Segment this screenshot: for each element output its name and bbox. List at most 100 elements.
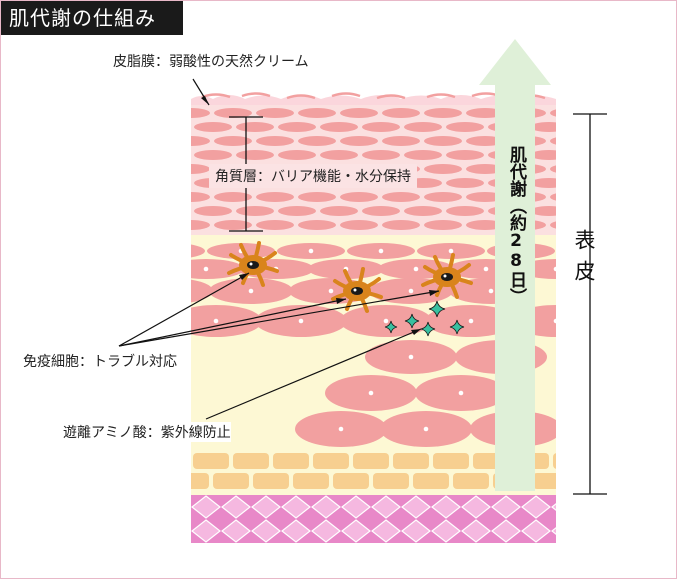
horny-cell (466, 220, 504, 230)
horny-cell (530, 122, 556, 132)
cell-nucleus (408, 354, 414, 360)
horny-cell (298, 220, 336, 230)
horny-cell (320, 206, 358, 216)
immune-cell-highlight (249, 262, 253, 266)
horny-cell (550, 109, 556, 117)
basal-cell (353, 453, 389, 469)
horny-cell (191, 108, 210, 118)
horny-cell (152, 150, 190, 160)
immune-cell (421, 253, 473, 299)
basal-cell (293, 473, 329, 489)
cell-nucleus (423, 426, 429, 432)
epidermis-label: 表皮 (572, 229, 596, 291)
horny-cell (550, 137, 556, 145)
horny-cell (446, 150, 484, 160)
horny-cell (550, 165, 556, 173)
horny-cell (152, 178, 190, 188)
amino-acid-sparkles (384, 300, 465, 337)
basal-cell (373, 473, 409, 489)
basal-cell (193, 453, 229, 469)
horny-cell (191, 136, 210, 146)
basal-cell (233, 453, 269, 469)
cell-nucleus (328, 288, 334, 294)
cell-nucleus (203, 266, 209, 272)
cell-nucleus (378, 248, 384, 254)
horny-layer-label: 角質層：バリア機能・水分保持 (209, 164, 417, 188)
cell-nucleus (338, 426, 344, 432)
turnover-arrow (479, 39, 551, 491)
cell-nucleus (468, 318, 474, 324)
amino-acid-label: 遊離アミノ酸：紫外線防止 (63, 422, 231, 442)
spinous-cell (191, 244, 205, 258)
cell-nucleus (553, 266, 556, 272)
horny-cell (214, 220, 252, 230)
epidermis-bracket (573, 113, 607, 495)
horny-cell (298, 108, 336, 118)
horny-cell (424, 192, 462, 202)
sebum-film-label: 皮脂膜：弱酸性の天然クリーム (113, 51, 309, 71)
horny-cell (256, 220, 294, 230)
horny-cell (424, 164, 462, 174)
cell-nucleus (248, 288, 254, 294)
horny-cell (446, 206, 484, 216)
basal-cell (313, 453, 349, 469)
horny-cell (256, 108, 294, 118)
horny-cell (278, 150, 316, 160)
cell-nucleus (458, 390, 464, 396)
cell-nucleus (408, 288, 414, 294)
horny-cell (152, 122, 190, 132)
horny-cell (236, 206, 274, 216)
basal-cell (273, 453, 309, 469)
horny-cell (340, 220, 378, 230)
horny-cell (404, 150, 442, 160)
horny-cell (446, 122, 484, 132)
horny-cell (530, 178, 556, 188)
horny-cell (530, 206, 556, 216)
basal-cell (253, 473, 289, 489)
immune-cells (227, 241, 473, 313)
immune-cell-label: 免疫細胞：トラブル対応 (23, 351, 177, 371)
sebum-flake (331, 92, 361, 98)
horny-cell (382, 108, 420, 118)
sebum-film (191, 95, 556, 105)
horny-cell (550, 221, 556, 229)
horny-cell (404, 122, 442, 132)
basal-cell (553, 453, 556, 469)
horny-cell (466, 192, 504, 202)
horny-cell (278, 206, 316, 216)
cell-nucleus (169, 249, 174, 254)
basal-layer-cells (191, 453, 556, 489)
immune-cell-highlight (353, 288, 357, 292)
basal-cell (213, 473, 249, 489)
horny-cell (550, 193, 556, 201)
horny-cell (362, 122, 400, 132)
horny-cell (340, 192, 378, 202)
horny-cell (320, 122, 358, 132)
immune-cell-nucleus (441, 273, 453, 281)
horny-cell (298, 136, 336, 146)
horny-cell (424, 220, 462, 230)
horny-cell (466, 164, 504, 174)
horny-cell (191, 192, 210, 202)
sparkle-icon (420, 321, 436, 337)
basal-cell (333, 473, 369, 489)
amino-pointer (205, 328, 422, 420)
horny-cell (362, 150, 400, 160)
horny-cell (424, 136, 462, 146)
cell-nucleus (483, 266, 489, 272)
horny-cell (236, 150, 274, 160)
sebum-flake (426, 93, 456, 99)
cell-nucleus (308, 248, 314, 254)
horny-cell (340, 136, 378, 146)
basal-cell (433, 453, 469, 469)
sparkle-icon (384, 320, 398, 334)
horny-cell (256, 192, 294, 202)
sparkle-icon (428, 300, 446, 318)
horny-cell (214, 108, 252, 118)
horny-cell (298, 192, 336, 202)
horny-cell (424, 108, 462, 118)
horny-cell (278, 122, 316, 132)
immune-cell-highlight (443, 274, 447, 278)
horny-cell (236, 122, 274, 132)
